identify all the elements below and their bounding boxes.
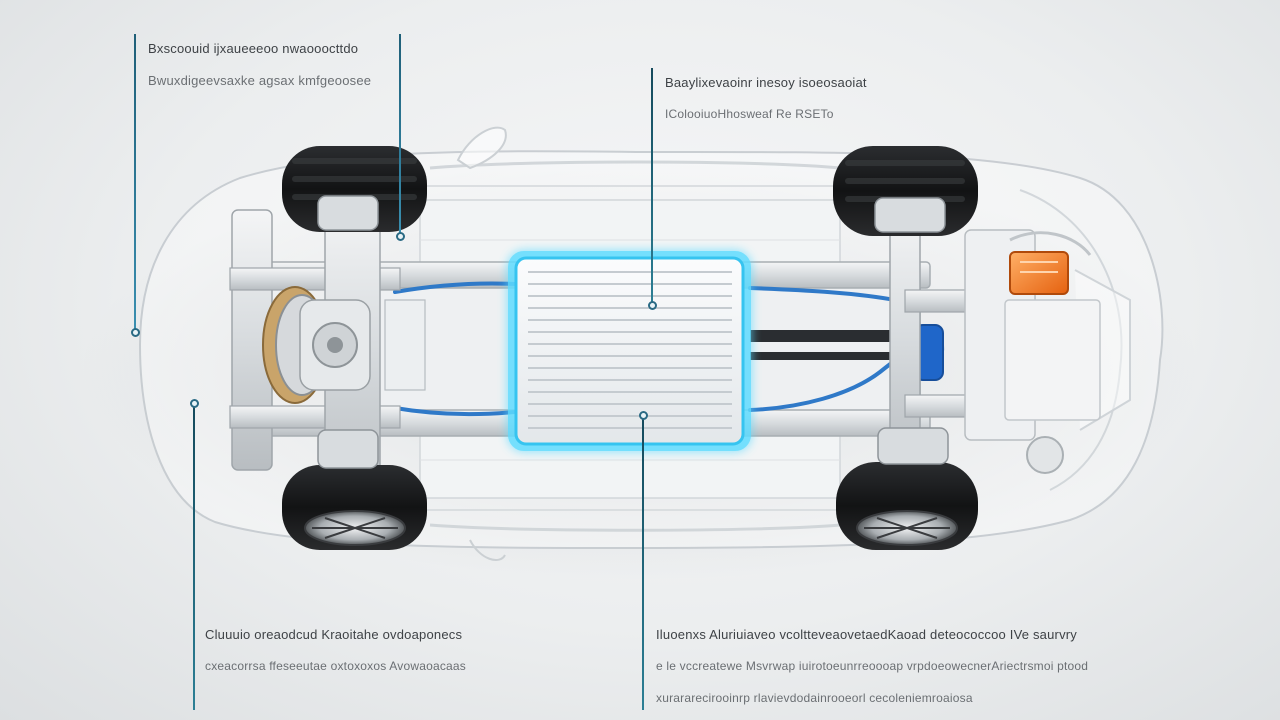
callout-line-bottom-left: [193, 404, 195, 710]
wheel-rear-right: [836, 462, 978, 550]
node-dot-icon: [648, 301, 657, 310]
front-motor: [262, 286, 371, 404]
battery-pack: [508, 251, 751, 451]
node-dot-icon: [396, 232, 405, 241]
callout-line-top-right: [651, 68, 653, 302]
callout-bottom-right-line2: e le vccreatewe Msvrwap iuirotoeunrreooo…: [656, 659, 1089, 673]
callout-line-top-left-inner: [399, 34, 401, 234]
callout-bottom-left-line1: Cluuuio oreaodcud Kraoitahe ovdoaponecs: [205, 627, 463, 642]
wheel-front-right: [282, 465, 427, 550]
suspension-knuckles: [317, 195, 949, 469]
callout-top-right-line1: Baaylixevaoinr inesoy isoeosaoiat: [665, 75, 867, 90]
callout-bottom-right-line3: xurararecirooinrp rlavievdodainrooeorl c…: [656, 691, 973, 705]
inverter-module: [1009, 251, 1069, 295]
node-dot-icon: [190, 399, 199, 408]
callout-top-left-line1: Bxscoouid ijxaueeeoo nwaooocttdo: [148, 41, 359, 56]
floor-pan: [359, 199, 921, 499]
callout-bottom-right-line1: Iluoenxs Aluriuiaveo vcoltteveaovetaedKa…: [656, 627, 1077, 642]
callout-top-right-line2: IColooiuoHhosweaf Re RSETo: [665, 107, 834, 121]
node-dot-icon: [639, 411, 648, 420]
rear-subframe: [889, 209, 1101, 474]
callout-line-bottom-right: [642, 416, 644, 710]
callout-bottom-left-line2: cxeacorrsa ffeseeutae oxtoxoxos Avowaoac…: [205, 659, 466, 673]
callout-line-top-left-outer: [134, 34, 136, 330]
callout-top-left-line2: Bwuxdigeevsaxke agsax kmfgeoosee: [148, 73, 372, 88]
node-dot-icon: [131, 328, 140, 337]
